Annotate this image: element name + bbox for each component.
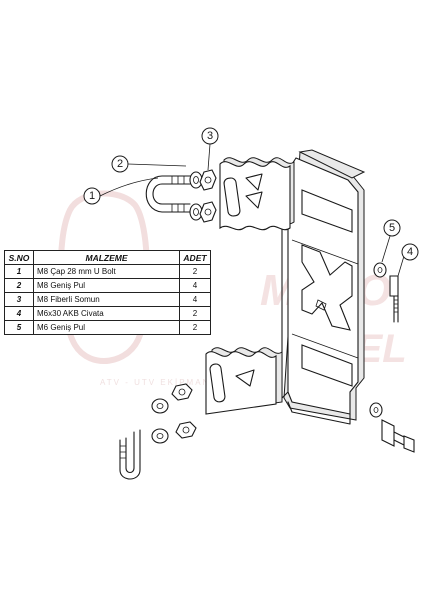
callout-5: 5 (381, 219, 401, 263)
header-sno: S.NO (4, 250, 34, 265)
table-row: 2 M8 Geniş Pul 4 (4, 278, 211, 293)
row-item: M8 Geniş Pul (33, 278, 180, 293)
row-no: 2 (4, 278, 34, 293)
callout-2-label: 2 (117, 158, 123, 170)
watermark-tagline: ATV - UTV EKİPMANLARI (100, 378, 236, 387)
table-row: 4 M6x30 AKB Civata 2 (4, 306, 211, 321)
table-header-row: S.NO MALZEME ADET (4, 250, 211, 265)
row-qty: 2 (179, 320, 211, 335)
row-item: M8 Fiberli Somun (33, 292, 180, 307)
parts-table: S.NO MALZEME ADET 1 M8 Çap 28 mm U Bolt … (4, 250, 211, 335)
m6-bolt-upper (373, 262, 399, 323)
table-row: 5 M6 Geniş Pul 2 (4, 320, 211, 335)
header-material: MALZEME (33, 250, 180, 265)
upper-fasteners (189, 169, 217, 223)
callout-3-label: 3 (207, 130, 213, 142)
u-bolt-upper (145, 175, 191, 213)
m6-washer-upper (373, 262, 387, 278)
row-no: 3 (4, 292, 34, 307)
m6-bolt-lower (369, 402, 415, 453)
row-no: 1 (4, 264, 34, 279)
row-qty: 4 (179, 278, 211, 293)
table-row: 3 M8 Fiberli Somun 4 (4, 292, 211, 307)
callout-4: 4 (397, 243, 419, 277)
row-qty: 2 (179, 306, 211, 321)
row-item: M8 Çap 28 mm U Bolt (33, 264, 180, 279)
nut-lower-1 (171, 383, 193, 401)
callout-3: 3 (201, 127, 219, 171)
washer-lower-2 (151, 428, 169, 444)
washer-upper-1 (189, 171, 203, 189)
lower-clamp-bracket (205, 347, 283, 415)
nut-upper-1 (199, 169, 217, 191)
washer-lower-1 (151, 398, 169, 414)
header-qty: ADET (179, 250, 211, 265)
m6-washer-lower (369, 402, 383, 418)
u-bolt-lower (119, 429, 141, 480)
callout-1-label: 1 (89, 190, 95, 202)
nut-upper-2 (199, 201, 217, 223)
table-row: 1 M8 Çap 28 mm U Bolt 2 (4, 264, 211, 279)
callout-4-label: 4 (407, 246, 413, 258)
row-no: 4 (4, 306, 34, 321)
row-item: M6x30 AKB Civata (33, 306, 180, 321)
row-qty: 4 (179, 292, 211, 307)
callout-1: 1 (83, 177, 159, 205)
callout-5-label: 5 (389, 222, 395, 234)
row-qty: 2 (179, 264, 211, 279)
lower-fasteners (151, 383, 197, 444)
nut-lower-2 (175, 421, 197, 439)
upper-clamp-bracket (219, 157, 295, 231)
bracket-plate (281, 149, 366, 425)
callout-2: 2 (111, 155, 187, 173)
row-no: 5 (4, 320, 34, 335)
washer-upper-2 (189, 203, 203, 221)
row-item: M6 Geniş Pul (33, 320, 180, 335)
